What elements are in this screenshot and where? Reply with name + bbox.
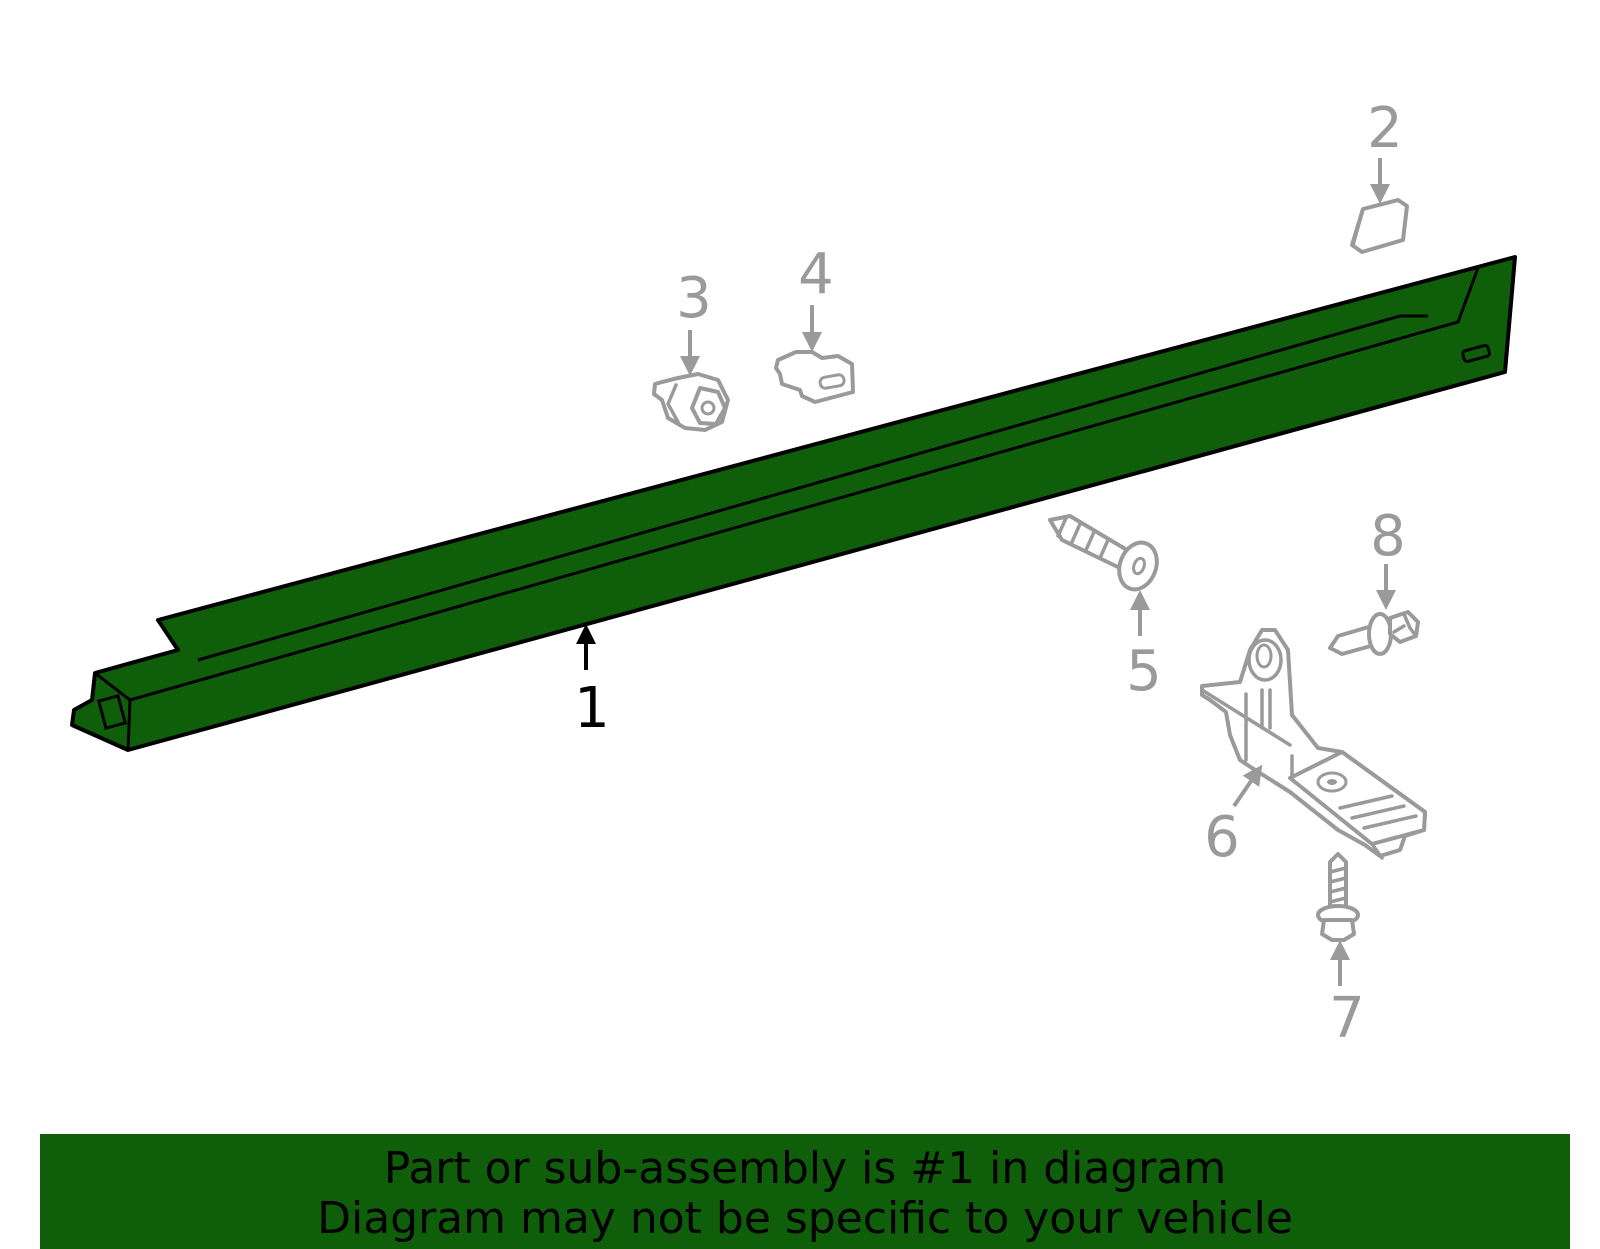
rocker-moulding-body: [70, 255, 1517, 752]
bracket-details: [1200, 688, 1418, 860]
rocker-moulding-end-face: [94, 671, 132, 751]
callout-number-6: 6: [1204, 805, 1240, 870]
bolt-8-flange: [1367, 612, 1393, 656]
clip-detail: [666, 383, 680, 424]
footer-notice-banner: Part or sub-assembly is #1 in diagram Di…: [40, 1134, 1570, 1249]
bolt-threads: [1328, 866, 1348, 904]
screw-recess: [1132, 556, 1146, 576]
callout-number-2: 2: [1367, 96, 1403, 161]
bolt-part-8[interactable]: [1328, 610, 1420, 656]
clip-hole: [700, 400, 716, 416]
retainer-body: [774, 350, 855, 404]
clip-part-3[interactable]: [652, 372, 730, 432]
banner-line-disclaimer: Diagram may not be specific to your vehi…: [317, 1193, 1293, 1244]
bolt-8-hex-detail: [1392, 612, 1418, 638]
bolt-hex-head: [1320, 918, 1356, 942]
end-cap-edge: [1351, 207, 1365, 247]
bracket-pad-hole-inner: [1327, 779, 1337, 785]
callout-number-1: 1: [574, 676, 610, 741]
callout-arrow-6: [1232, 764, 1263, 808]
rocker-moulding-part-1[interactable]: [70, 255, 1517, 752]
callout-number-7: 7: [1329, 986, 1365, 1051]
rocker-moulding-rear-slot: [1461, 343, 1491, 363]
bolt-part-7[interactable]: [1316, 852, 1360, 942]
callout-number-3: 3: [676, 266, 712, 331]
retainer-part-4[interactable]: [774, 350, 855, 404]
end-cap-part-2[interactable]: [1350, 198, 1409, 254]
screw-part-5[interactable]: [1048, 514, 1163, 595]
rocker-moulding-groove-lower: [129, 267, 1480, 702]
end-cap-shape: [1350, 198, 1409, 254]
rocker-moulding-end-slot: [96, 694, 128, 730]
bracket-part-6[interactable]: [1200, 628, 1427, 860]
callout-number-4: 4: [798, 242, 834, 307]
banner-line-part-reference: Part or sub-assembly is #1 in diagram: [383, 1143, 1227, 1194]
bracket-upper-hole: [1255, 643, 1273, 669]
rocker-moulding-groove-upper: [197, 314, 1428, 662]
screw-threads: [1056, 516, 1110, 560]
callout-number-5: 5: [1126, 639, 1162, 704]
callout-number-8: 8: [1370, 504, 1406, 569]
retainer-slot: [818, 373, 846, 390]
